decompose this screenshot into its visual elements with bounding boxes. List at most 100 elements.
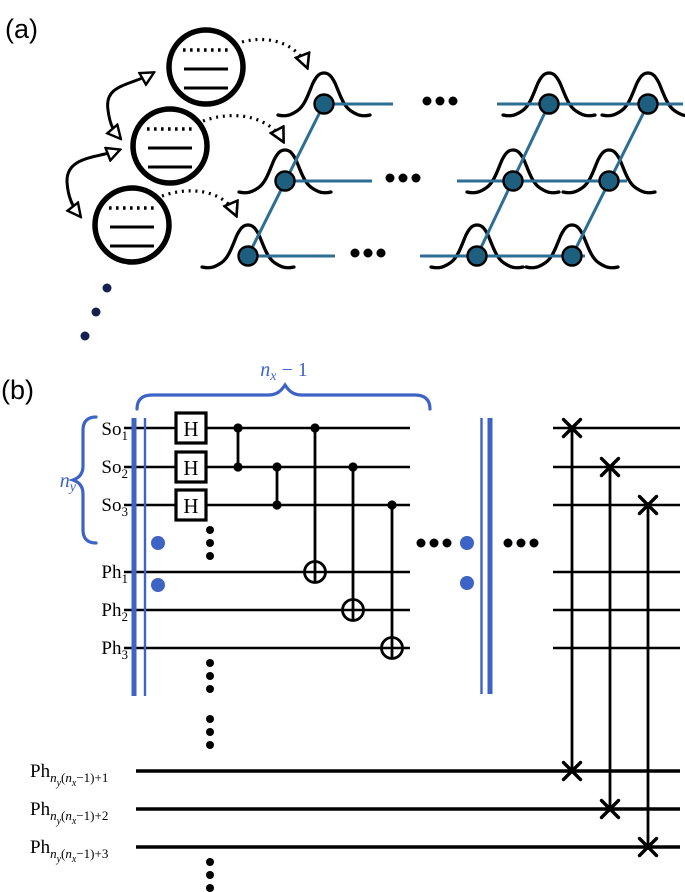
dot xyxy=(460,576,474,590)
exchange-arrow-icon xyxy=(67,150,119,216)
swap-x-icon xyxy=(637,494,659,516)
dot xyxy=(91,307,101,317)
hadamard-gate-3: H xyxy=(174,488,208,522)
hadamard-gate-2: H xyxy=(174,450,208,484)
gate-label: H xyxy=(183,494,198,518)
dotted-arrow-icon xyxy=(161,189,236,215)
cz-gate-2 xyxy=(272,462,282,510)
dot xyxy=(376,248,386,258)
barrier-left xyxy=(131,418,147,696)
control-dot xyxy=(348,462,358,472)
dot xyxy=(102,283,112,293)
nx-brace-label: nx − 1 xyxy=(260,359,308,384)
panel-b-label: (b) xyxy=(1,375,34,405)
dot xyxy=(529,538,539,548)
dot xyxy=(422,96,432,106)
more-atoms-ellipsis xyxy=(80,283,112,341)
swap-x-icon xyxy=(599,456,621,478)
ny-brace xyxy=(67,415,98,545)
dot xyxy=(516,538,526,548)
cnot-target-icon xyxy=(380,636,404,660)
atom-circle xyxy=(130,106,210,186)
dot xyxy=(411,173,421,183)
dot xyxy=(350,248,360,258)
cnot-gate-1 xyxy=(303,423,327,584)
barrier-dots xyxy=(151,536,474,592)
dot xyxy=(151,578,165,592)
dot xyxy=(206,715,214,723)
cnot-gate-2 xyxy=(341,462,365,622)
wire-label-so1: So1 xyxy=(101,419,128,443)
wire-label-ph1: Ph1 xyxy=(101,562,128,586)
dot xyxy=(398,173,408,183)
panel-b: (b) nx − 1 ny So1 So2 So3 Ph1 Ph2 Ph3 Ph… xyxy=(1,359,680,892)
site-dot xyxy=(237,245,259,267)
cz-gate-1 xyxy=(233,423,243,472)
site-dot xyxy=(274,170,296,192)
swap-x-icon xyxy=(561,760,583,782)
site-dot xyxy=(561,245,583,267)
dot xyxy=(206,858,214,866)
control-dot xyxy=(272,500,282,510)
atom-2 xyxy=(130,106,210,186)
dot xyxy=(503,538,513,548)
dot xyxy=(363,248,373,258)
control-dot xyxy=(387,500,397,510)
atom-1 xyxy=(166,27,246,107)
dot xyxy=(435,96,445,106)
cnot-target-icon xyxy=(303,560,327,584)
dot xyxy=(206,884,214,892)
cnot-gate-3 xyxy=(380,500,404,660)
lattice-row-ellipsis xyxy=(350,96,458,258)
ny-brace-label: ny xyxy=(60,470,77,495)
wire-label-so2: So2 xyxy=(101,457,128,481)
dot xyxy=(206,672,214,680)
dot xyxy=(206,659,214,667)
gate-label: H xyxy=(183,456,198,480)
dot xyxy=(206,741,214,749)
dot xyxy=(80,331,90,341)
dot xyxy=(206,728,214,736)
barrier-right xyxy=(480,418,493,694)
circuit-wires xyxy=(124,426,680,849)
panel-a: (a) xyxy=(5,14,685,341)
swap-gate-1 xyxy=(561,417,583,782)
control-dot xyxy=(233,423,243,433)
dot xyxy=(385,173,395,183)
dot xyxy=(429,538,439,548)
dot xyxy=(206,552,214,560)
circuit-v-ellipsis xyxy=(206,526,214,892)
control-dot xyxy=(233,462,243,472)
atom-circle xyxy=(166,27,246,107)
swap-gate-3 xyxy=(637,494,659,858)
dot xyxy=(206,871,214,879)
site-dot xyxy=(502,170,524,192)
cnot-target-icon xyxy=(341,598,365,622)
dot xyxy=(460,536,474,550)
panel-a-label: (a) xyxy=(5,14,38,44)
gate-box xyxy=(174,411,208,445)
atom-circle xyxy=(92,185,172,265)
phonon-lattice xyxy=(200,71,685,270)
gate-label: H xyxy=(183,417,198,441)
dot xyxy=(416,538,426,548)
site-dot xyxy=(313,93,335,115)
dotted-arrow-icon xyxy=(202,114,283,141)
mapping-arrows xyxy=(161,37,307,215)
site-dot xyxy=(637,93,659,115)
swap-x-icon xyxy=(599,798,621,820)
swap-x-icon xyxy=(637,836,659,858)
wire-label-ph-far2: Phny(nx−1)+2 xyxy=(30,799,108,827)
site-dot xyxy=(538,93,560,115)
gate-box xyxy=(174,450,208,484)
atom-chain xyxy=(67,27,246,341)
gate-box xyxy=(174,488,208,522)
circuit-h-ellipsis xyxy=(416,538,539,548)
dot xyxy=(206,539,214,547)
dotted-arrow-icon xyxy=(241,37,307,67)
nx-brace xyxy=(135,382,432,411)
wire-label-ph3: Ph3 xyxy=(101,638,128,662)
site-dot xyxy=(466,245,488,267)
